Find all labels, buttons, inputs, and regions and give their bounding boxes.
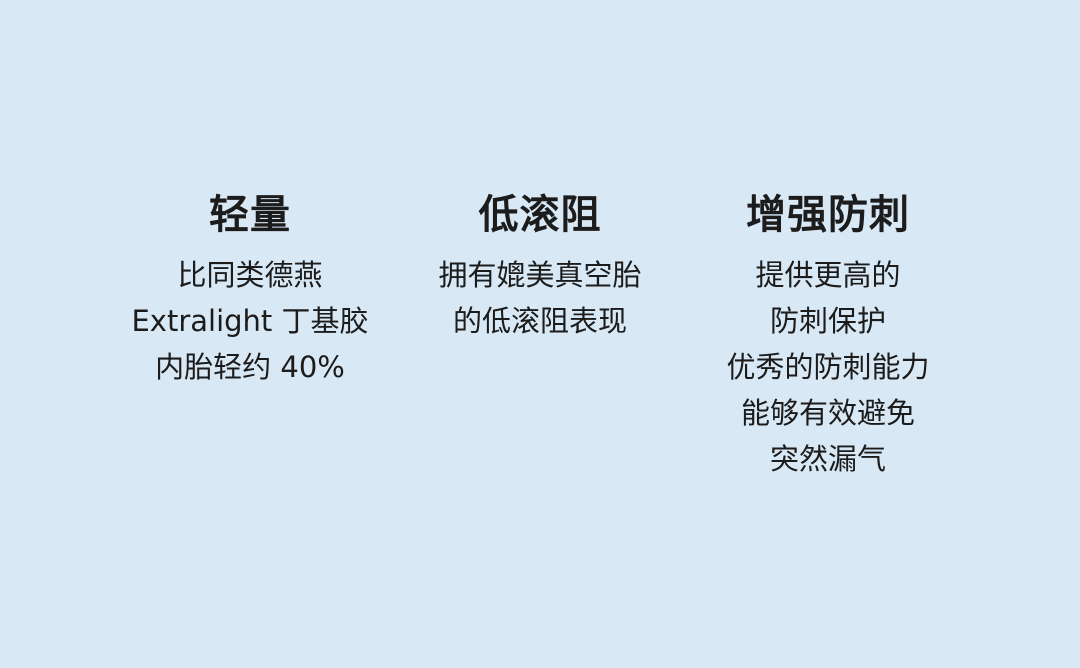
feature-title: 低滚阻 <box>478 192 602 238</box>
feature-title: 轻量 <box>209 192 291 238</box>
feature-line: 内胎轻约 40% <box>155 350 345 384</box>
feature-lightweight: 轻量 比同类德燕 Extralight 丁基胶 内胎轻约 40% <box>100 188 400 390</box>
feature-line: 拥有媲美真空胎 <box>438 258 642 292</box>
feature-line: 的低滚阻表现 <box>452 304 627 338</box>
feature-line: 能够有效避免 <box>740 396 915 430</box>
feature-low-rolling-resistance: 低滚阻 拥有媲美真空胎 的低滚阻表现 <box>390 188 690 344</box>
feature-title: 增强防刺 <box>746 192 910 238</box>
feature-line: Extralight 丁基胶 <box>131 304 369 338</box>
feature-line: 比同类德燕 <box>177 258 323 292</box>
feature-puncture-protection: 增强防刺 提供更高的 防刺保护 优秀的防刺能力 能够有效避免 突然漏气 <box>678 188 978 482</box>
feature-line: 优秀的防刺能力 <box>726 350 930 384</box>
feature-line: 提供更高的 <box>755 258 901 292</box>
feature-line: 突然漏气 <box>769 442 886 476</box>
feature-line: 防刺保护 <box>769 304 886 338</box>
